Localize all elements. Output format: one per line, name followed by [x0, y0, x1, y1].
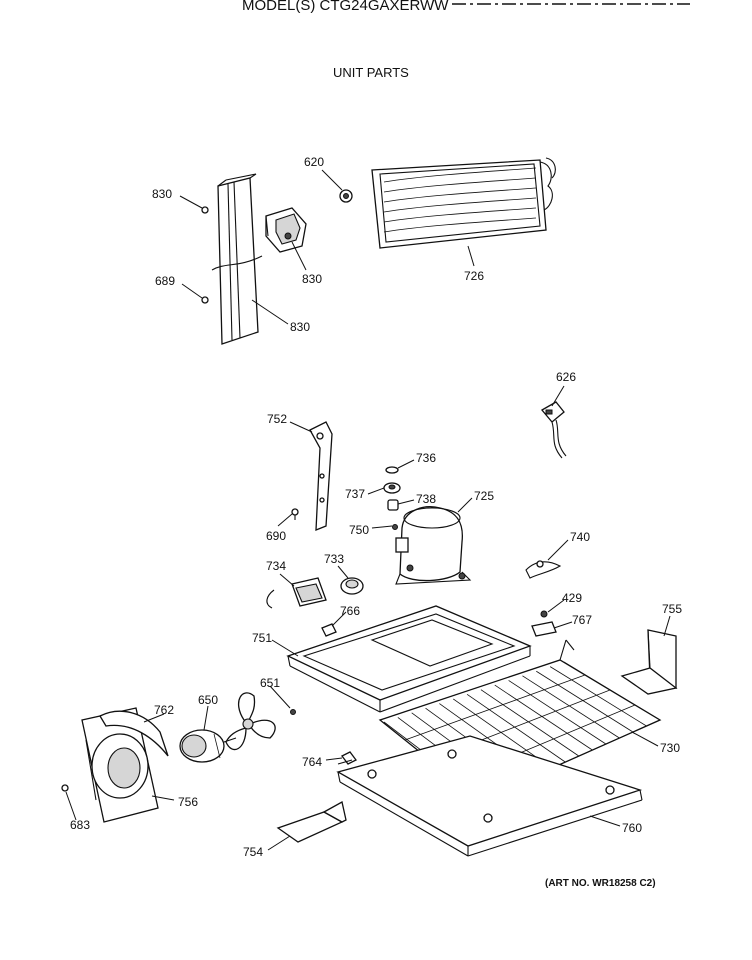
callout-762: 762	[154, 703, 174, 717]
callout-689: 689	[155, 274, 175, 288]
evaporator-tube	[536, 670, 634, 733]
callout-755: 755	[662, 602, 682, 616]
part-737	[383, 482, 401, 494]
evaporator-tube	[549, 666, 647, 727]
callout-734: 734	[266, 559, 286, 573]
callout-750: 750	[349, 523, 369, 537]
callout-830-screw: 830	[152, 187, 172, 201]
callout-738: 738	[416, 492, 436, 506]
condenser-tube	[383, 197, 537, 213]
part-738	[387, 499, 399, 511]
condenser-tube	[383, 187, 537, 203]
callout-730: 730	[660, 741, 680, 755]
callout-760: 760	[622, 821, 642, 835]
condenser-tube	[383, 167, 537, 183]
callout-830-rail: 830	[290, 320, 310, 334]
part-734	[266, 577, 327, 609]
part-766	[321, 623, 337, 637]
part-740-clip	[525, 560, 562, 579]
evaporator-fin	[404, 674, 586, 741]
part-651-fan	[225, 692, 296, 751]
evaporator-tube	[563, 661, 661, 721]
part-762-shroud	[99, 710, 169, 757]
callout-766: 766	[340, 604, 360, 618]
callout-labels: 830 620 830 726 689 830 626 752 736 737 …	[70, 155, 682, 859]
part-752-bracket	[309, 421, 333, 531]
screw-683	[61, 784, 69, 792]
condenser-tube	[383, 177, 537, 193]
condenser-tube	[383, 217, 537, 233]
callout-754: 754	[243, 845, 263, 859]
part-725-compressor	[395, 506, 472, 585]
part-767	[531, 621, 557, 637]
callout-764: 764	[302, 755, 322, 769]
part-620	[339, 189, 353, 203]
part-736	[385, 466, 399, 474]
screw-429	[540, 610, 548, 618]
part-726-condenser	[371, 157, 556, 249]
callout-651: 651	[260, 676, 280, 690]
evaporator-tube	[508, 680, 607, 745]
evaporator-tube	[466, 693, 566, 763]
callout-650: 650	[198, 693, 218, 707]
part-626	[541, 401, 567, 459]
part-764-clip	[337, 751, 357, 765]
callout-690: 690	[266, 529, 286, 543]
screw-689	[201, 296, 209, 304]
callout-751: 751	[252, 631, 272, 645]
part-750	[392, 524, 398, 530]
part-755-bracket	[620, 629, 678, 695]
art-number: (ART NO. WR18258 C2)	[545, 878, 656, 889]
leader-lines	[65, 169, 671, 851]
evaporator-tube	[494, 684, 593, 751]
part-830-rail	[211, 173, 263, 345]
callout-429: 429	[562, 591, 582, 605]
section-title: UNIT PARTS	[333, 65, 409, 80]
callout-737: 737	[345, 487, 365, 501]
condenser-tube	[383, 207, 537, 223]
part-760-pan	[336, 735, 643, 857]
callout-626: 626	[556, 370, 576, 384]
part-751-base	[286, 605, 532, 713]
callout-736: 736	[416, 451, 436, 465]
evaporator-tube	[480, 689, 579, 757]
callout-740: 740	[570, 530, 590, 544]
callout-830-bracket: 830	[302, 272, 322, 286]
callout-733: 733	[324, 552, 344, 566]
part-650-motor	[179, 729, 237, 763]
part-733	[340, 577, 364, 595]
callout-726: 726	[464, 269, 484, 283]
screw-690	[291, 508, 299, 520]
callout-767: 767	[572, 613, 592, 627]
evaporator-tube	[522, 675, 620, 739]
callout-683: 683	[70, 818, 90, 832]
callout-752: 752	[267, 412, 287, 426]
callout-756: 756	[178, 795, 198, 809]
part-754-bracket	[276, 801, 347, 843]
callout-620: 620	[304, 155, 324, 169]
model-title: MODEL(S) CTG24GAXERWW	[242, 0, 449, 14]
part-756-housing	[81, 707, 159, 823]
callout-725: 725	[474, 489, 494, 503]
evaporator-fin	[379, 659, 561, 721]
screw-830	[201, 206, 209, 214]
part-830-bracket	[265, 207, 307, 253]
